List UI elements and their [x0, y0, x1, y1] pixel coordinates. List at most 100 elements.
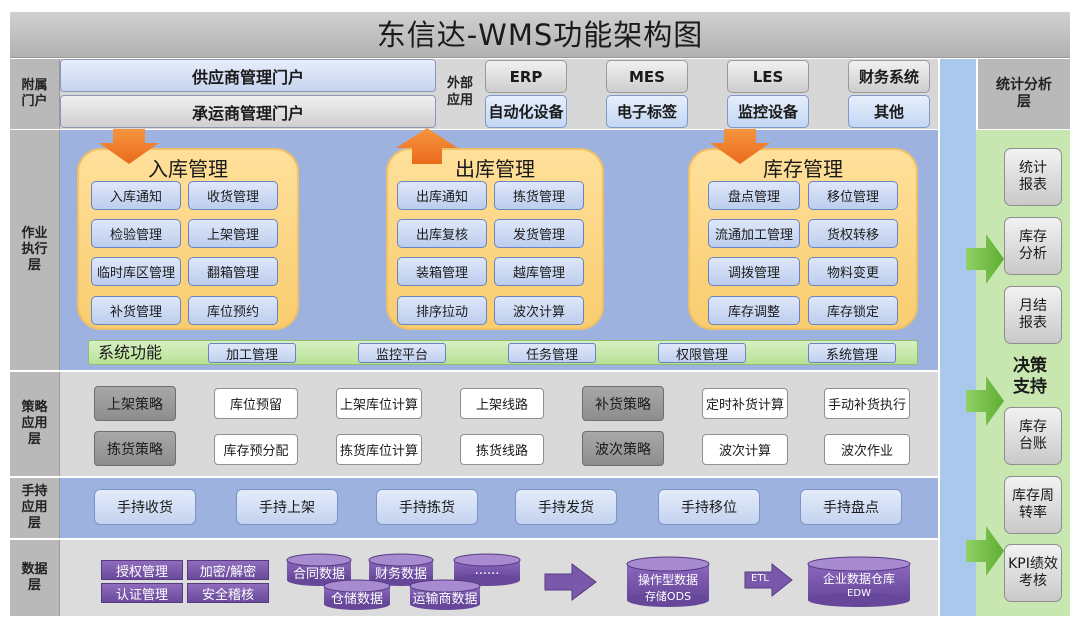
outbound-item: 出库通知: [397, 181, 487, 210]
cylinder-contract-data-icon: [286, 553, 352, 586]
inventory-item: 货权转移: [808, 219, 898, 248]
handheld-item: 手持收货: [94, 489, 196, 525]
analysis-item: KPI绩效考核: [1004, 544, 1062, 602]
outbound-item: 出库复核: [397, 219, 487, 248]
cylinder-carrier-data-icon: [409, 579, 481, 610]
security-crypto: 加密/解密: [187, 560, 269, 580]
inbound-item: 补货管理: [91, 296, 181, 325]
analysis-item: 库存台账: [1004, 407, 1062, 465]
page-title: 东信达-WMS功能架构图: [376, 18, 704, 52]
system-item: 监控平台: [358, 343, 446, 363]
cylinder-warehouse-data-icon: [323, 579, 391, 610]
analysis-connector-column: [940, 59, 976, 616]
outbound-item: 拣货管理: [494, 181, 584, 210]
external-apps-label: 外部应用: [447, 76, 474, 108]
inventory-item: 流通加工管理: [708, 219, 800, 248]
strategy-item: 定时补货计算: [702, 388, 788, 419]
layer-label-data: 数据层: [10, 540, 60, 616]
store-label: 运输商数据: [412, 592, 478, 607]
arrow-up-outbound-icon: [396, 128, 458, 164]
arrow-right-etl-icon: [744, 562, 793, 598]
cylinder-edw-icon: [807, 556, 911, 607]
analysis-item: 统计报表: [1004, 148, 1062, 206]
outbound-item: 发货管理: [494, 219, 584, 248]
inbound-item: 入库通知: [91, 181, 181, 210]
outbound-item: 排序拉动: [397, 296, 487, 325]
strategy-item: 手动补货执行: [824, 388, 910, 419]
inbound-item: 上架管理: [188, 219, 278, 248]
analysis-item: 月结报表: [1004, 286, 1062, 344]
strategy-replenish: 补货策略: [582, 386, 664, 421]
supplier-portal: 供应商管理门户: [60, 59, 436, 92]
outbound-item: 装箱管理: [397, 257, 487, 286]
strategy-item: 库存预分配: [214, 434, 298, 465]
strategy-item: 库位预留: [214, 388, 298, 419]
system-item: 权限管理: [658, 343, 746, 363]
handheld-item: 手持发货: [515, 489, 617, 525]
inbound-item: 翻箱管理: [188, 257, 278, 286]
strategy-item: 拣货线路: [460, 434, 544, 465]
strategy-item: 拣货库位计算: [336, 434, 422, 465]
etl-label: ETL: [751, 573, 769, 584]
store-label: 合同数据: [292, 567, 345, 582]
system-item: 任务管理: [508, 343, 596, 363]
security-certification: 认证管理: [101, 583, 183, 603]
carrier-portal: 承运商管理门户: [60, 95, 436, 128]
strategy-item: 上架线路: [460, 388, 544, 419]
analysis-item: 库存分析: [1004, 217, 1062, 275]
inventory-item: 盘点管理: [708, 181, 800, 210]
ext-e-label: 电子标签: [606, 95, 688, 128]
strategy-item: 波次计算: [702, 434, 788, 465]
ext-finance: 财务系统: [848, 60, 930, 93]
inventory-item: 库存调整: [708, 296, 800, 325]
outbound-item: 越库管理: [494, 257, 584, 286]
system-functions-label: 系统功能: [98, 343, 163, 362]
inventory-item: 移位管理: [808, 181, 898, 210]
store-label: 财务数据: [374, 567, 427, 582]
module-title-inventory: 库存管理: [763, 157, 843, 181]
strategy-item: 上架库位计算: [336, 388, 422, 419]
analysis-item: 库存周转率: [1004, 476, 1062, 534]
inventory-item: 库存锁定: [808, 296, 898, 325]
store-label: ......: [474, 563, 500, 578]
ext-mes: MES: [606, 60, 688, 93]
strategy-putaway: 上架策略: [94, 386, 176, 421]
handheld-band: [60, 478, 938, 538]
arrow-right-kpi-icon: [966, 526, 1004, 576]
cylinder-ods-icon: [626, 556, 710, 607]
inbound-item: 库位预约: [188, 296, 278, 325]
ext-other: 其他: [848, 95, 930, 128]
layer-label-handheld: 手持应用层: [10, 478, 60, 538]
arrow-right-decision-icon: [966, 376, 1004, 426]
handheld-item: 手持拣货: [376, 489, 478, 525]
inventory-item: 调拨管理: [708, 257, 800, 286]
module-title-outbound: 出库管理: [455, 157, 535, 181]
inbound-item: 检验管理: [91, 219, 181, 248]
handheld-item: 手持移位: [658, 489, 760, 525]
inventory-item: 物料变更: [808, 257, 898, 286]
arrow-right-analysis-icon: [966, 234, 1004, 284]
edw-label-line1: 企业数据仓库: [822, 572, 895, 586]
layer-label-analysis: 统计分析层: [978, 59, 1070, 129]
inbound-item: 收货管理: [188, 181, 278, 210]
system-item: 加工管理: [208, 343, 296, 363]
arrow-down-inbound-icon: [99, 129, 159, 164]
arrow-down-inventory-icon: [710, 129, 770, 164]
ext-les: LES: [727, 60, 809, 93]
strategy-wave: 波次策略: [582, 431, 664, 466]
layer-label-execution: 作业执行层: [10, 130, 60, 370]
store-label: 仓储数据: [330, 592, 383, 607]
ext-automation: 自动化设备: [485, 95, 567, 128]
system-item: 系统管理: [808, 343, 896, 363]
ext-erp: ERP: [485, 60, 567, 93]
strategy-picking: 拣货策略: [94, 431, 176, 466]
security-audit: 安全稽核: [187, 583, 269, 603]
title-bar: [10, 12, 1070, 58]
decision-support-label: 决策支持: [1013, 356, 1047, 398]
ods-label-line1: 操作型数据: [637, 573, 698, 587]
layer-label-portal: 附属门户: [10, 59, 60, 129]
layer-label-strategy: 策略应用层: [10, 372, 60, 476]
security-auth: 授权管理: [101, 560, 183, 580]
strategy-item: 波次作业: [824, 434, 910, 465]
